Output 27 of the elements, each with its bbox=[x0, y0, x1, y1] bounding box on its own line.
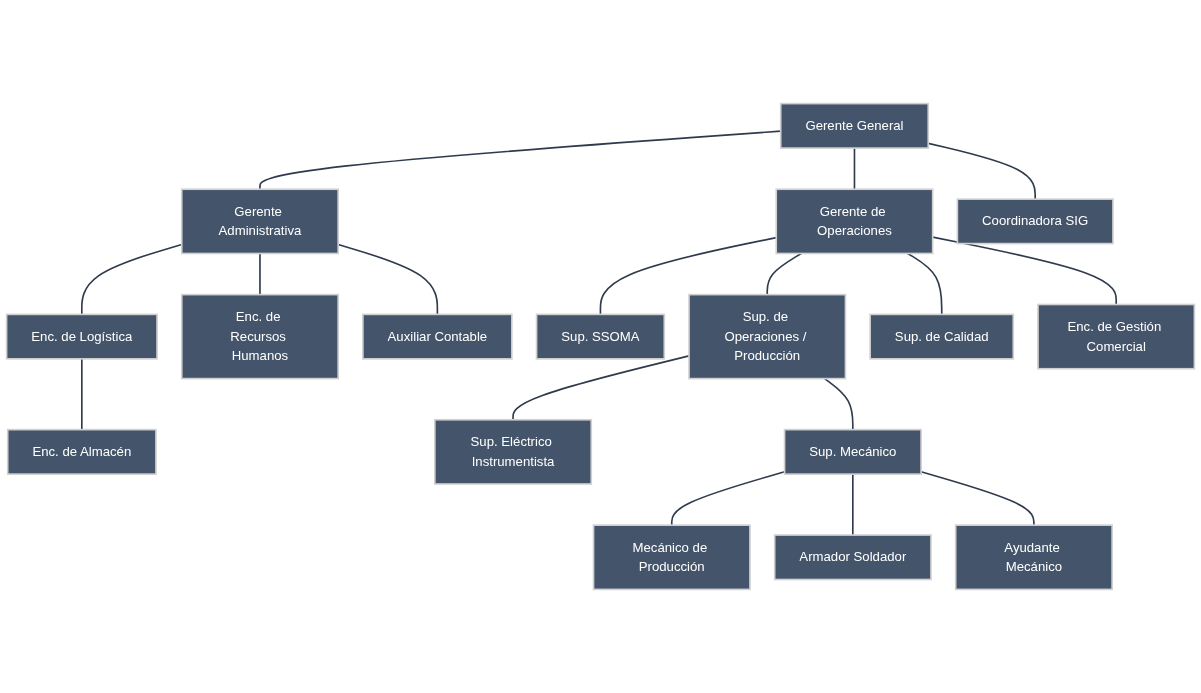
connector bbox=[81, 358, 83, 431]
node-box: Sup. Eléctrico Instrumentista bbox=[434, 418, 593, 485]
connector bbox=[920, 470, 1035, 526]
node-box: Enc. de Gestión Comercial bbox=[1037, 303, 1196, 370]
node-box: Gerente de Operaciones bbox=[775, 188, 934, 255]
node-box: Armador Soldador bbox=[773, 534, 932, 581]
node-box: Sup. de Operaciones / Producción bbox=[688, 293, 847, 380]
node-box: Auxiliar Contable bbox=[362, 313, 513, 360]
connector bbox=[852, 473, 854, 536]
node-box: Sup. SSOMA bbox=[535, 313, 666, 360]
node-box: Mecánico de Producción bbox=[592, 524, 751, 591]
connector bbox=[823, 377, 854, 431]
node-box: Enc. de Recursos Humanos bbox=[180, 293, 339, 380]
node-box: Sup. de Calidad bbox=[869, 313, 1015, 360]
connector bbox=[766, 252, 803, 296]
node-box: Enc. de Almacén bbox=[6, 428, 157, 475]
connector bbox=[670, 470, 786, 526]
connector bbox=[259, 252, 261, 296]
node-box: Sup. Mecánico bbox=[783, 428, 922, 475]
connector bbox=[906, 252, 943, 316]
node-box: Ayudante Mecánico bbox=[954, 524, 1113, 591]
node-box: Gerente General bbox=[779, 102, 930, 149]
node-box: Enc. de Logística bbox=[5, 313, 158, 360]
connector bbox=[853, 147, 856, 191]
node-box: Gerente Administrativa bbox=[180, 188, 339, 255]
connector bbox=[512, 355, 690, 421]
node-box: Coordinadora SIG bbox=[956, 198, 1114, 245]
